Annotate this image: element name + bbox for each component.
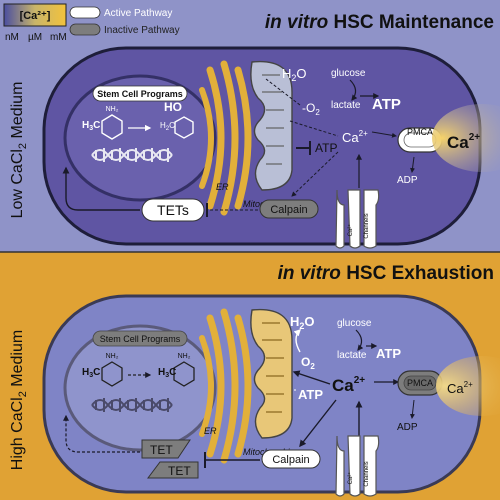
bottom-adp-arrow xyxy=(409,399,415,419)
legend-active-label: Active Pathway xyxy=(104,8,172,19)
bottom-ca-to-mito-arrow xyxy=(292,370,331,385)
top-ca-channel xyxy=(335,189,380,249)
top-nucleus xyxy=(63,74,217,202)
top-dna-helix xyxy=(91,148,173,162)
top-glucose-label: glucose xyxy=(331,68,366,79)
bottom-side-label: High CaCl2 Medium xyxy=(9,330,29,470)
bottom-calpain-pill xyxy=(261,449,321,469)
top-side-label: Low CaCl2 Medium xyxy=(9,82,29,219)
top-er-label: ER xyxy=(216,182,229,192)
bottom-ca-channel xyxy=(335,435,380,497)
svg-text:H3C: H3C xyxy=(158,367,176,379)
bottom-er-label: ER xyxy=(204,426,217,436)
legend: [Ca²⁺] nM µM mM Active Pathway Inactive … xyxy=(3,3,180,43)
top-h2o-label: H2O xyxy=(282,66,307,83)
top-adp-label: ADP xyxy=(397,175,418,186)
bottom-channel-label-b: Channels xyxy=(364,461,370,486)
top-pmca-label: PMCA xyxy=(407,127,433,137)
legend-scale-nm: nM xyxy=(5,32,19,43)
bottom-h2o-label: H2O xyxy=(290,314,315,331)
bottom-ca-outer-label: Ca2+ xyxy=(447,380,473,396)
inactive-pathway-swatch xyxy=(69,23,101,36)
top-ca-inner-label: Ca2+ xyxy=(342,129,368,145)
top-mitochondrion xyxy=(250,60,293,191)
bottom-calpain-label: Calpain xyxy=(272,454,309,466)
top-stem-cell-programs-pill xyxy=(92,85,188,102)
bottom-ca-inner-label: Ca2+ xyxy=(332,375,365,395)
bottom-methylcytosine-molecule: H3C NH₂ xyxy=(82,353,123,387)
bottom-pmca-label: PMCA xyxy=(407,378,433,388)
top-atp-small-label: ATP xyxy=(315,141,337,155)
bottom-atp-right-label: ATP xyxy=(376,346,401,361)
svg-text:H3C: H3C xyxy=(82,120,100,132)
bottom-tet-activation-arrow xyxy=(63,414,140,453)
bottom-stem-cell-programs-pill xyxy=(92,330,188,347)
top-tets-activation-arrow xyxy=(62,166,140,211)
bottom-pmca-pump xyxy=(397,370,443,396)
svg-text:NH₂: NH₂ xyxy=(106,353,119,360)
top-channel-label-a: Ca²⁺ xyxy=(347,224,354,237)
bottom-ca-to-calpain-arrow xyxy=(299,399,337,448)
top-oxygen-to-water-arrow xyxy=(265,78,301,106)
top-ca-efflux-plume xyxy=(432,104,500,172)
top-calpain-label: Calpain xyxy=(270,204,307,216)
top-atp-big-label: ATP xyxy=(372,96,401,113)
top-ca-efflux-arrow xyxy=(371,131,397,138)
calcium-gradient-bar xyxy=(3,3,67,27)
bottom-panel-title: in vitro HSC Exhaustion xyxy=(278,263,494,284)
top-methylcytosine-molecule: H3C NH₂ xyxy=(82,106,123,140)
top-glycolysis-arrow xyxy=(349,79,358,101)
top-channel-label-b: Channels xyxy=(364,213,370,238)
top-hydroxymethylcytosine-molecule: H2C xyxy=(160,116,194,139)
bottom-tet-fragment-b: TET xyxy=(168,464,191,478)
top-ca-to-mito-link xyxy=(289,120,339,137)
bottom-ca-efflux-plume xyxy=(436,356,500,416)
bottom-endoplasmic-reticulum xyxy=(199,308,252,464)
bottom-oxygen-to-water-arrow xyxy=(293,329,301,353)
bottom-nucleus xyxy=(63,324,217,452)
legend-scale-mm: mM xyxy=(50,32,67,43)
bottom-adp-label: ADP xyxy=(397,422,418,433)
bottom-tet-fragment-a: TET xyxy=(150,443,173,457)
bottom-dna-helix xyxy=(91,398,173,412)
top-tets-label: TETs xyxy=(157,202,189,218)
bottom-stem-cell-programs-label: Stem Cell Programs xyxy=(100,334,181,344)
legend-scale-um: µM xyxy=(28,32,42,43)
active-pathway-swatch xyxy=(69,6,101,19)
top-pmca-pump xyxy=(397,127,443,153)
top-o2-label: -O2 xyxy=(302,101,320,117)
top-tets-pill xyxy=(141,198,205,222)
svg-text:H2C: H2C xyxy=(160,121,175,132)
top-calpain-pill xyxy=(259,199,319,219)
bottom-o2-label: O2 xyxy=(301,355,315,371)
bottom-lactate-label: lactate xyxy=(337,350,367,361)
svg-text:NH₂: NH₂ xyxy=(178,353,191,360)
top-endoplasmic-reticulum xyxy=(199,60,252,216)
legend-ca-label: [Ca²⁺] xyxy=(20,10,51,22)
top-lactate-label: lactate xyxy=(331,100,361,111)
bottom-methylcytosine-product: H3C NH₂ xyxy=(158,353,195,387)
legend-inactive-label: Inactive Pathway xyxy=(104,25,180,36)
top-stem-cell-programs-label: Stem Cell Programs xyxy=(97,89,183,99)
bottom-glucose-label: glucose xyxy=(337,318,372,329)
top-ho-label: HO xyxy=(164,100,182,114)
bottom-mitochondrion xyxy=(250,308,293,439)
top-adp-arrow xyxy=(410,156,416,173)
top-ca-outer-label: Ca2+ xyxy=(447,132,480,152)
svg-text:NH₂: NH₂ xyxy=(106,106,119,113)
top-panel-title: in vitro HSC Maintenance xyxy=(265,12,494,33)
svg-text:H3C: H3C xyxy=(82,367,100,379)
bottom-glycolysis-arrow xyxy=(355,329,364,351)
bottom-cleaved-tet xyxy=(141,439,199,479)
top-ca-to-calpain-arrow xyxy=(291,151,339,197)
bottom-channel-label-a: Ca²⁺ xyxy=(347,472,354,485)
bottom-atp-left-label: ATP xyxy=(298,387,323,402)
